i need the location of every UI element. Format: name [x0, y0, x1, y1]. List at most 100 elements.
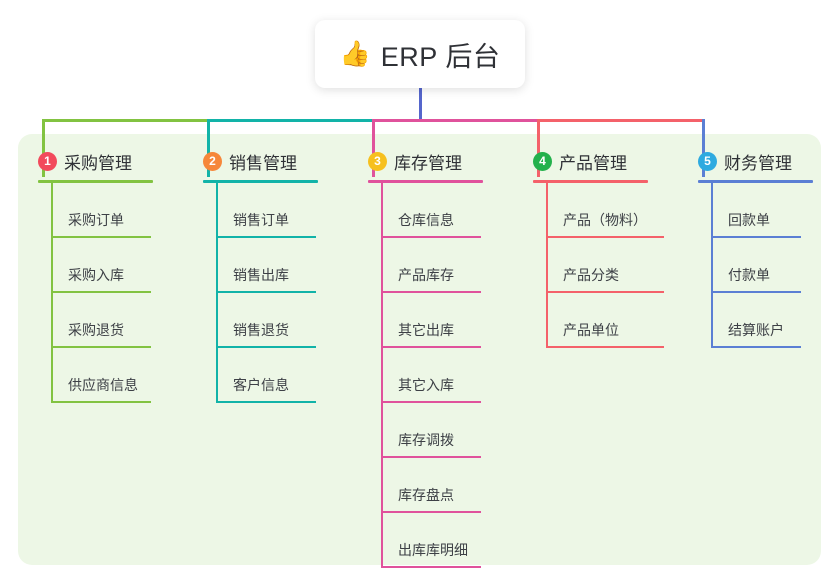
branch-item-label: 仓库信息 [398, 212, 454, 228]
branch-item-rule [711, 346, 801, 348]
branch-item-rule [711, 291, 801, 293]
branch-item-rule [51, 401, 151, 403]
branch-item-rule [51, 346, 151, 348]
branch-item-list: 采购订单采购入库采购退货供应商信息 [38, 183, 153, 403]
branch-item-rule [51, 291, 151, 293]
branch-item[interactable]: 采购入库 [51, 238, 151, 293]
branch-item[interactable]: 回款单 [711, 183, 801, 238]
branch-item-label: 采购退货 [68, 322, 124, 338]
branch-item-label: 供应商信息 [68, 377, 138, 393]
branch-header-2[interactable]: 2 销售管理 [203, 148, 318, 174]
branch-title: 销售管理 [229, 153, 297, 173]
thumbs-up-icon: 👍 [339, 39, 371, 68]
branch-item-label: 其它入库 [398, 377, 454, 393]
branch-column-5[interactable]: 5 财务管理回款单付款单结算账户 [698, 148, 813, 348]
branch-number-badge: 2 [203, 151, 222, 171]
branch-item-rule [216, 291, 316, 293]
branch-item[interactable]: 其它出库 [381, 293, 481, 348]
branch-item-rule [381, 401, 481, 403]
branch-item[interactable]: 付款单 [711, 238, 801, 293]
branch-item[interactable]: 采购订单 [51, 183, 151, 238]
branch-spine [381, 183, 383, 568]
branch-item-rule [216, 401, 316, 403]
branch-number-badge: 3 [368, 151, 387, 171]
branch-spine [216, 183, 218, 403]
branch-item-rule [711, 236, 801, 238]
branch-number-badge: 1 [38, 151, 57, 171]
branch-item-rule [381, 236, 481, 238]
branch-item-list: 仓库信息产品库存其它出库其它入库库存调拨库存盘点出库库明细 [368, 183, 483, 568]
branch-item[interactable]: 销售订单 [216, 183, 316, 238]
branch-item[interactable]: 库存盘点 [381, 458, 481, 513]
branch-item-label: 结算账户 [728, 322, 784, 338]
bus-segment-3 [372, 119, 540, 122]
branch-item-label: 销售出库 [233, 267, 289, 283]
branch-column-2[interactable]: 2 销售管理销售订单销售出库销售退货客户信息 [203, 148, 318, 403]
branch-item-label: 付款单 [728, 267, 770, 283]
branch-drop-2 [207, 119, 210, 177]
branch-item-list: 产品（物料） 产品分类产品单位 [533, 183, 664, 348]
branch-item-label: 库存盘点 [398, 487, 454, 503]
branch-item-label: 采购入库 [68, 267, 124, 283]
branch-item[interactable]: 产品单位 [546, 293, 664, 348]
branch-item-rule [381, 456, 481, 458]
branch-item-rule [546, 291, 664, 293]
branch-header-rule [368, 180, 483, 183]
branch-item-rule [546, 346, 664, 348]
branch-drop-3 [372, 119, 375, 177]
branch-item[interactable]: 库存调拨 [381, 403, 481, 458]
branch-item-label: 产品分类 [563, 267, 619, 283]
branch-item-label: 其它出库 [398, 322, 454, 338]
branch-item[interactable]: 销售出库 [216, 238, 316, 293]
branch-item[interactable]: 产品（物料） [546, 183, 664, 238]
branch-item-rule [51, 236, 151, 238]
branch-column-4[interactable]: 4 产品管理产品（物料） 产品分类产品单位 [533, 148, 664, 348]
branch-header-4[interactable]: 4 产品管理 [533, 148, 648, 174]
branch-drop-4 [537, 119, 540, 177]
branch-item[interactable]: 销售退货 [216, 293, 316, 348]
bus-segment-2 [207, 119, 375, 122]
branch-item[interactable]: 其它入库 [381, 348, 481, 403]
branch-item-list: 回款单付款单结算账户 [698, 183, 813, 348]
branch-item-rule [381, 291, 481, 293]
branch-item[interactable]: 客户信息 [216, 348, 316, 403]
branch-item-label: 产品库存 [398, 267, 454, 283]
branch-drop-5 [702, 119, 705, 177]
branch-item-rule [381, 346, 481, 348]
branch-title: 产品管理 [559, 153, 627, 173]
branch-header-rule [203, 180, 318, 183]
branch-item-label: 库存调拨 [398, 432, 454, 448]
branch-item-rule [381, 566, 481, 568]
branch-item[interactable]: 产品分类 [546, 238, 664, 293]
branch-number-badge: 4 [533, 151, 552, 171]
branch-spine [51, 183, 53, 403]
branch-item[interactable]: 供应商信息 [51, 348, 151, 403]
branches-panel [18, 134, 821, 565]
branch-title: 财务管理 [724, 153, 792, 173]
branch-drop-1 [42, 119, 45, 177]
branch-header-rule [38, 180, 153, 183]
branch-header-5[interactable]: 5 财务管理 [698, 148, 813, 174]
branch-number-badge: 5 [698, 151, 717, 171]
branch-spine [546, 183, 548, 348]
branch-item-rule [216, 346, 316, 348]
branch-item[interactable]: 结算账户 [711, 293, 801, 348]
branch-item[interactable]: 仓库信息 [381, 183, 481, 238]
root-title: ERP 后台 [380, 41, 501, 72]
branch-item[interactable]: 出库库明细 [381, 513, 481, 568]
branch-header-rule [698, 180, 813, 183]
branch-item-label: 客户信息 [233, 377, 289, 393]
branch-item[interactable]: 产品库存 [381, 238, 481, 293]
branch-item-label: 销售订单 [233, 212, 289, 228]
root-node[interactable]: 👍 ERP 后台 [315, 20, 525, 88]
branch-item-rule [216, 236, 316, 238]
branch-item-label: 销售退货 [233, 322, 289, 338]
branch-item-label: 产品单位 [563, 322, 619, 338]
branch-item-rule [546, 236, 664, 238]
branch-item[interactable]: 采购退货 [51, 293, 151, 348]
